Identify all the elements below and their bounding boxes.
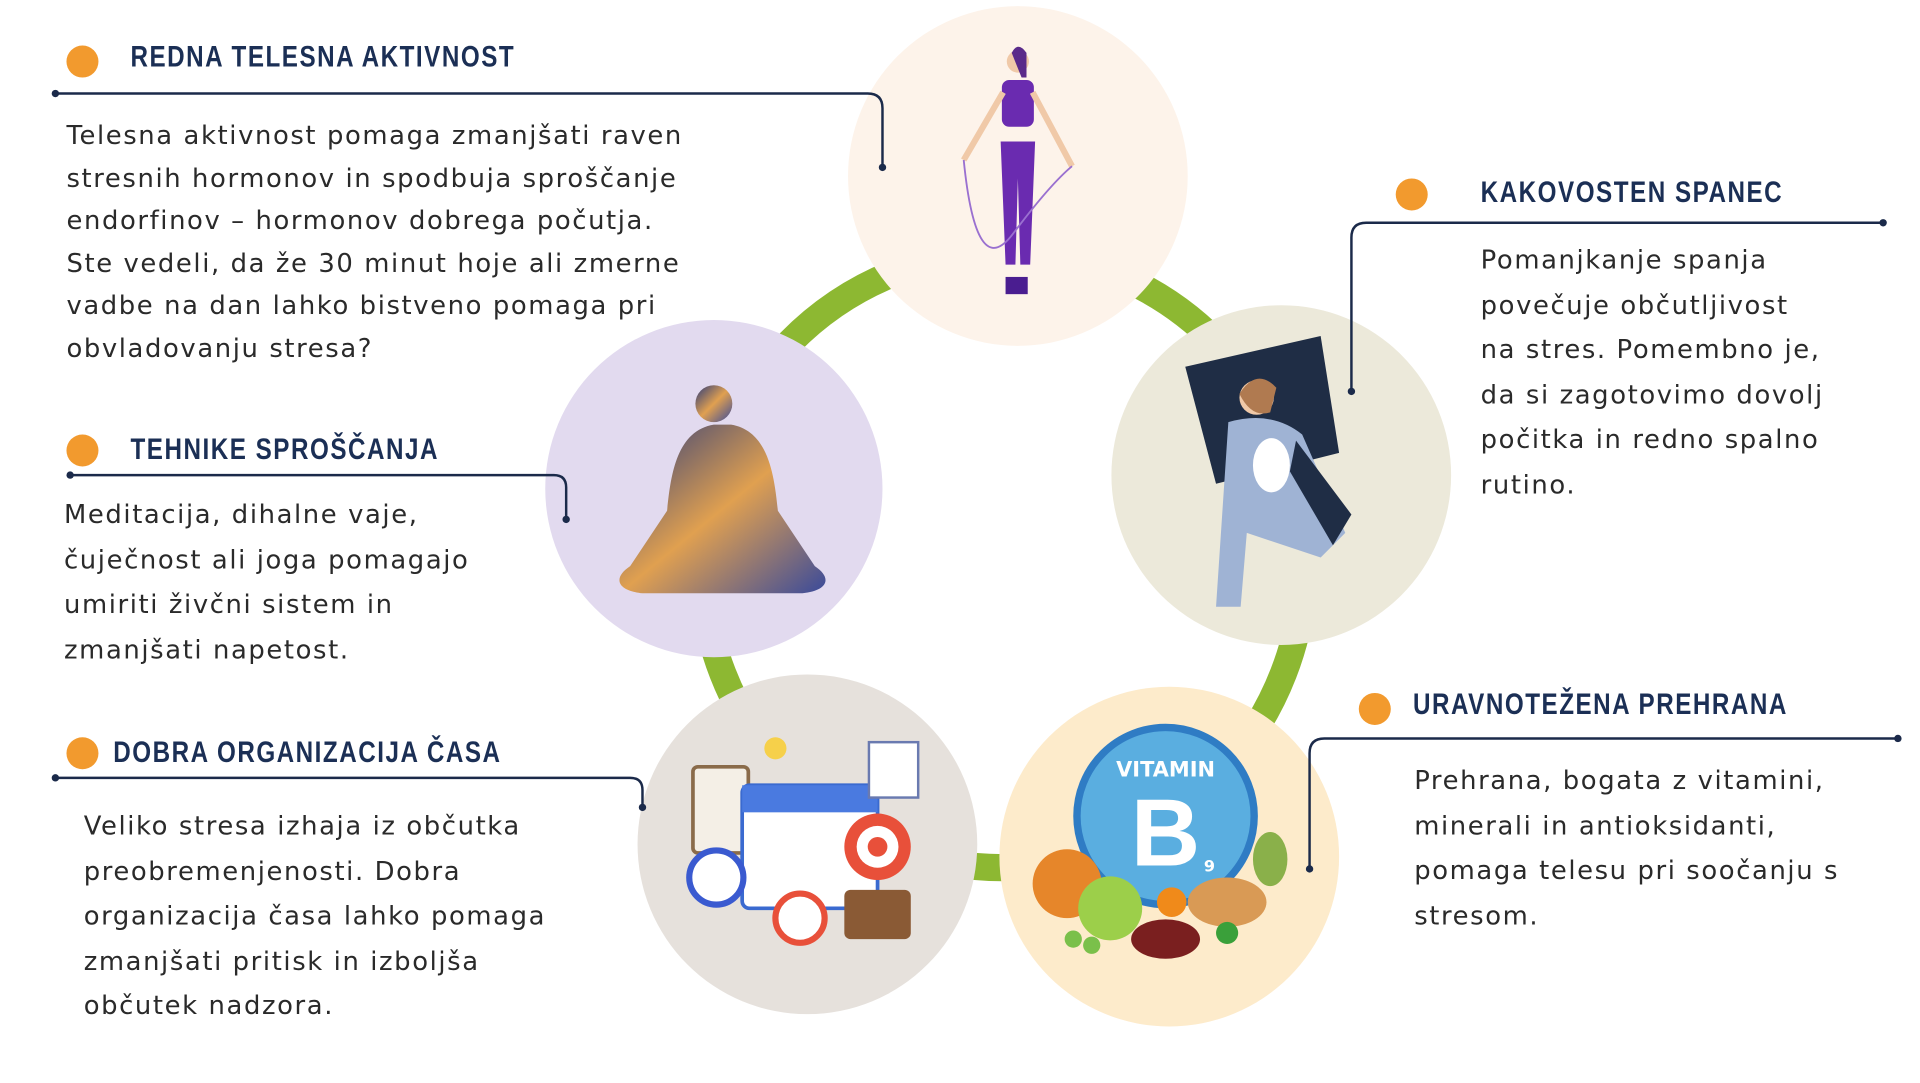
jump-rope-woman-icon	[961, 46, 1075, 295]
organization-circle	[637, 674, 978, 1015]
sleep-circle	[1111, 305, 1452, 645]
bullet-dot	[66, 737, 99, 770]
vitamin-subscript: 9	[1203, 857, 1216, 877]
bullet-dot	[1395, 178, 1428, 211]
section-text-sleep: Pomanjkanje spanja povečuje občutljivost…	[1480, 244, 1824, 500]
calendar-clock-icon	[686, 737, 920, 946]
relaxation-circle	[545, 320, 883, 658]
vitamin-label: VITAMIN	[1116, 758, 1216, 783]
bullet-dot	[1358, 692, 1391, 725]
section-title-sleep: KAKOVOSTEN SPANEC	[1480, 176, 1784, 210]
section-title-organization: DOBRA ORGANIZACIJA ČASA	[113, 736, 502, 770]
bullet-dot	[66, 434, 99, 467]
section-text-nutrition: Prehrana, bogata z vitamini, minerali in…	[1414, 765, 1840, 930]
bullet-dot	[66, 45, 99, 78]
section-text-exercise: Telesna aktivnost pomaga zmanjšati raven…	[66, 120, 683, 363]
section-text-relaxation: Meditacija, dihalne vaje, čuječnost ali …	[64, 499, 470, 665]
vitamin-letter: B	[1130, 777, 1201, 887]
section-title-relaxation: TEHNIKE SPROŠČANJA	[130, 433, 440, 467]
section-title-nutrition: URAVNOTEŽENA PREHRANA	[1412, 688, 1788, 722]
meditation-figure-icon	[619, 385, 826, 594]
exercise-circle	[848, 6, 1188, 346]
food-icon	[1032, 832, 1288, 959]
section-text-organization: Veliko stresa izhaja iz občutka preobrem…	[83, 811, 547, 1021]
section-title-exercise: REDNA TELESNA AKTIVNOST	[130, 40, 516, 74]
sleeping-woman-icon	[1185, 336, 1352, 607]
